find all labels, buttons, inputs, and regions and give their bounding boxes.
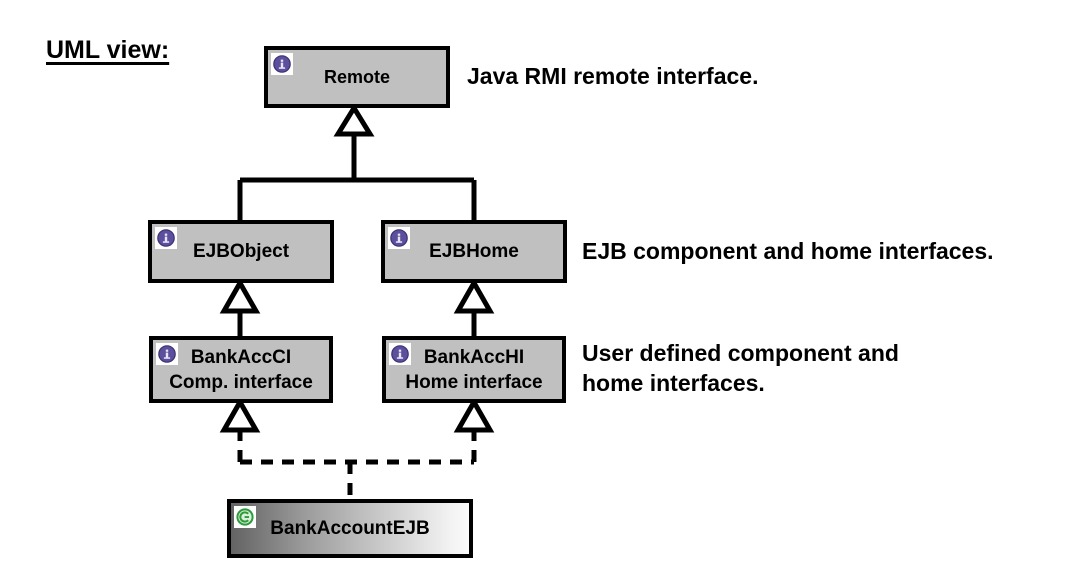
generalization-to-remote: [237, 103, 477, 220]
generalization-bankaccci-to-ejbobject: [219, 277, 261, 336]
uml-node-subtitle: Comp. interface: [169, 371, 313, 393]
annotation-ejb: EJB component and home interfaces.: [582, 238, 994, 264]
uml-node-bankaccountejb[interactable]: BankAccountEJB: [227, 499, 473, 558]
interface-icon: [156, 343, 178, 365]
uml-node-label: BankAccHI: [423, 346, 525, 368]
uml-node-label: EJBHome: [429, 241, 519, 262]
uml-node-subtitle: Home interface: [405, 371, 543, 393]
realization-fork: [240, 459, 474, 500]
uml-node-label: Remote: [323, 66, 390, 87]
realization-to-bankacchi: [453, 396, 495, 462]
interface-icon: [389, 343, 411, 365]
uml-node-ejbhome[interactable]: EJBHome: [381, 220, 567, 283]
uml-node-bankaccci[interactable]: BankAccCI Comp. interface: [149, 336, 333, 403]
interface-icon: [271, 53, 293, 75]
uml-node-label: BankAccountEJB: [270, 518, 430, 539]
generalization-bankacchi-to-ejbhome: [453, 277, 495, 336]
uml-node-remote[interactable]: Remote: [264, 46, 450, 108]
annotation-user-defined: User defined component and home interfac…: [582, 340, 899, 396]
class-icon: [234, 506, 256, 528]
page-title: UML view:: [46, 36, 170, 64]
realization-to-bankaccci: [219, 396, 261, 462]
uml-node-label: BankAccCI: [190, 346, 292, 368]
uml-node-bankacchi[interactable]: BankAccHI Home interface: [382, 336, 566, 403]
uml-node-label: EJBObject: [192, 241, 290, 262]
interface-icon: [388, 227, 410, 249]
annotation-remote: Java RMI remote interface.: [467, 63, 759, 89]
interface-icon: [155, 227, 177, 249]
uml-node-ejbobject[interactable]: EJBObject: [148, 220, 334, 283]
